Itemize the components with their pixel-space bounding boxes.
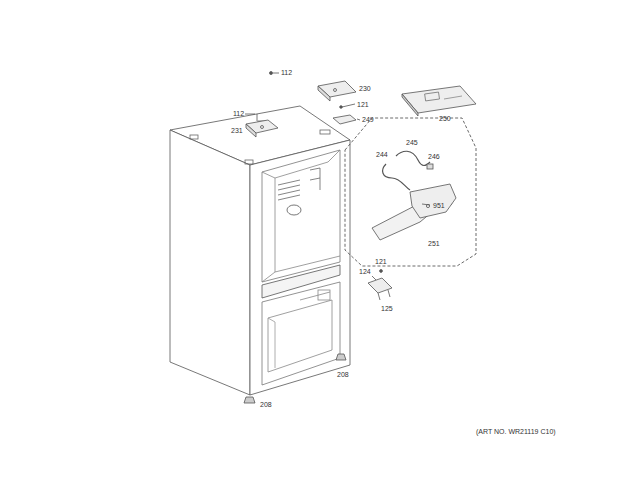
- refrigerator-cabinet-line: [268, 300, 332, 372]
- control-parts-line: [422, 204, 430, 205]
- control-parts-line: [427, 164, 433, 169]
- refrigerator-cabinet-line: [170, 130, 250, 395]
- top-parts-line: [270, 72, 273, 75]
- refrigerator-cabinet-line-line: [278, 180, 300, 185]
- callout-number: 208: [260, 401, 272, 409]
- refrigerator-cabinet-line-line: [190, 135, 198, 139]
- refrigerator-cabinet-line: [262, 265, 340, 298]
- callout-number: 249: [362, 116, 374, 124]
- control-parts-line: [396, 151, 430, 165]
- small-parts-line: [336, 354, 346, 360]
- callout-number: 231: [231, 127, 243, 135]
- refrigerator-cabinet-line: [268, 318, 275, 368]
- callout-number: 112: [281, 69, 292, 77]
- callout-number: 125: [381, 305, 393, 313]
- callout-number: 230: [359, 85, 371, 93]
- refrigerator-cabinet-line-line: [320, 130, 330, 134]
- small-parts-line: [244, 397, 255, 403]
- top-parts-line: [402, 94, 418, 116]
- callout-number: 251: [428, 240, 440, 248]
- top-parts: [245, 72, 476, 138]
- refrigerator-cabinet-line: [275, 150, 340, 178]
- top-parts-line: [318, 86, 330, 101]
- callout-number: 250: [439, 115, 451, 123]
- refrigerator-cabinet-line-line: [245, 160, 253, 164]
- bracket-group-outline-line: [345, 118, 476, 266]
- small-parts: [244, 270, 392, 403]
- refrigerator-cabinet-line-line: [320, 168, 321, 190]
- top-parts-line: [334, 89, 337, 92]
- callout-number: 124: [359, 268, 371, 276]
- top-parts-line: [246, 124, 256, 137]
- top-parts-line: [261, 126, 264, 129]
- small-parts-line: [388, 290, 390, 297]
- refrigerator-cabinet-line: [262, 150, 340, 282]
- refrigerator-cabinet-line-line: [278, 185, 300, 190]
- bracket-group-outline: [345, 118, 476, 266]
- callout-number: 121: [357, 101, 369, 109]
- top-parts-line: [257, 114, 258, 121]
- refrigerator-cabinet-line-line: [310, 168, 320, 170]
- callout-number: 112: [233, 110, 244, 118]
- art-number-note: (ART NO. WR21119 C10): [476, 428, 556, 436]
- callout-number: 208: [337, 371, 349, 379]
- refrigerator-cabinet-line: [262, 282, 340, 385]
- refrigerator-cabinet-line: [278, 168, 320, 200]
- refrigerator-cabinet-line: [190, 121, 330, 164]
- top-parts-line: [444, 96, 462, 99]
- refrigerator-cabinet-line-line: [278, 190, 300, 195]
- top-parts-line: [273, 73, 279, 74]
- control-parts-line: [383, 164, 410, 190]
- top-parts-line: [342, 104, 355, 107]
- callout-number: 244: [376, 151, 388, 159]
- top-parts-line: [245, 114, 255, 115]
- callout-number: 951: [433, 202, 445, 210]
- refrigerator-cabinet-line-line: [278, 195, 300, 200]
- callout-number: 121: [375, 258, 387, 266]
- small-parts-line: [380, 270, 383, 273]
- refrigerator-cabinet-line: [250, 140, 350, 395]
- control-parts-line: [410, 184, 456, 218]
- refrigerator-cabinet-line: [262, 172, 275, 282]
- small-parts-line: [372, 276, 376, 280]
- top-parts-line: [333, 115, 356, 124]
- small-parts-line: [378, 293, 380, 300]
- top-parts-line: [340, 106, 343, 109]
- refrigerator-cabinet-line: [318, 290, 330, 300]
- refrigerator-cabinet-line: [287, 205, 301, 215]
- refrigerator-cabinet: [170, 106, 350, 395]
- callout-number: 246: [428, 153, 440, 161]
- control-parts: [372, 151, 456, 240]
- top-parts-line: [425, 92, 440, 101]
- callout-number: 245: [406, 139, 418, 147]
- refrigerator-cabinet-line-line: [310, 178, 320, 180]
- refrigerator-cabinet-line: [300, 292, 330, 300]
- top-parts-line: [357, 119, 360, 120]
